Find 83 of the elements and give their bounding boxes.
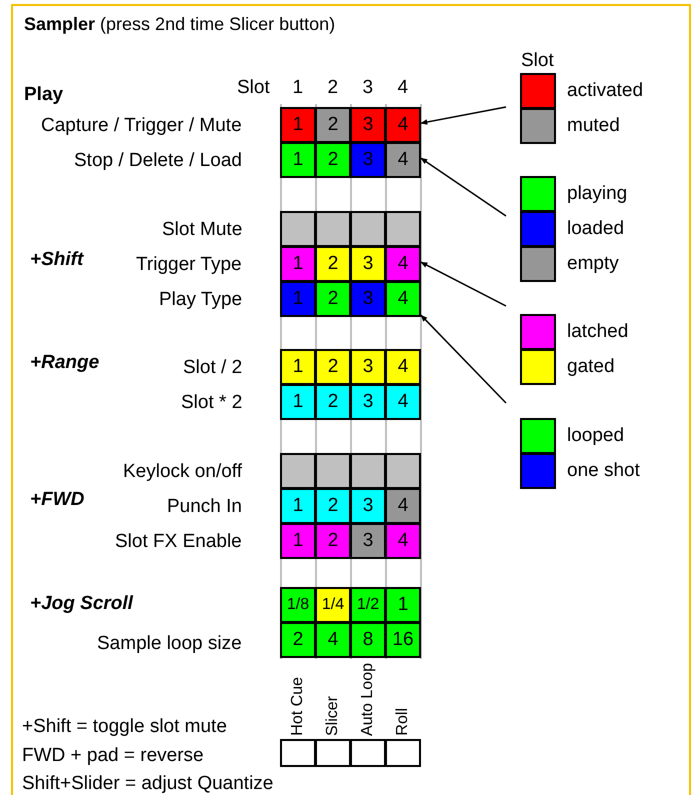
pad-cell: 4 — [385, 246, 421, 282]
legend-label: looped — [567, 425, 624, 447]
pad-cell: 1 — [280, 349, 316, 385]
legend-label: muted — [567, 115, 620, 137]
section-heading: +Range — [30, 352, 100, 374]
column-heading: Slot — [237, 77, 270, 99]
pad-cell: 1 — [280, 281, 316, 317]
legend-label: loaded — [567, 218, 624, 240]
note: Shift+Slider = adjust Quantize — [22, 773, 274, 795]
row-label: Stop / Delete / Load — [74, 150, 242, 172]
row-label: Slot Mute — [162, 219, 242, 241]
column-label: Hot Cue — [288, 677, 307, 736]
row-label: Slot * 2 — [181, 392, 242, 414]
pad-cell: 1 — [280, 107, 316, 143]
pad-cell: 3 — [350, 246, 386, 282]
pad-cell: 3 — [350, 488, 386, 524]
row-label: Punch In — [167, 496, 242, 518]
row-label: Capture / Trigger / Mute — [41, 115, 242, 137]
note: +Shift = toggle slot mute — [22, 716, 227, 738]
slot-number: 4 — [398, 77, 408, 99]
row-label: Sample loop size — [97, 633, 242, 655]
pad-cell: 1 — [385, 587, 421, 623]
pad-cell: 1/2 — [350, 587, 386, 623]
arrow — [420, 262, 506, 307]
section-heading: Play — [24, 84, 64, 106]
pad-cell: 2 — [315, 488, 351, 524]
row-label: Slot / 2 — [183, 357, 242, 379]
pad-cell: 8 — [350, 622, 386, 658]
pad-cell: 4 — [385, 107, 421, 143]
pad-cell: 3 — [350, 523, 386, 559]
column-label: Roll — [393, 708, 412, 736]
pad-cell: 1 — [280, 488, 316, 524]
pad-cell: 2 — [280, 622, 316, 658]
legend-label: one shot — [567, 460, 640, 482]
pad-cell: 16 — [385, 622, 421, 658]
pad-cell: 1 — [280, 523, 316, 559]
legend-label: gated — [567, 356, 615, 378]
section-heading: +Jog Scroll — [30, 593, 133, 615]
pad-cell: 4 — [385, 142, 421, 178]
legend-label: activated — [567, 80, 644, 102]
legend-label: empty — [567, 253, 619, 275]
slot-number: 2 — [328, 77, 338, 99]
note: FWD + pad = reverse — [22, 745, 204, 767]
row-label: Keylock on/off — [123, 461, 242, 483]
row-label: Slot FX Enable — [115, 531, 242, 553]
pad-cell: 2 — [315, 246, 351, 282]
pad-cell: 2 — [315, 523, 351, 559]
pad-cell: 2 — [315, 349, 351, 385]
pad-cell: 1 — [280, 246, 316, 282]
slot-number: 3 — [362, 77, 374, 99]
pad-cell: 3 — [350, 384, 386, 420]
legend-label: playing — [567, 183, 628, 205]
slot-number: 1 — [292, 77, 304, 99]
pad-cell: 1 — [280, 142, 316, 178]
row-label: Trigger Type — [136, 254, 242, 276]
legend-label: latched — [567, 321, 628, 343]
pad-cell: 1/4 — [315, 587, 351, 623]
section-heading: +FWD — [30, 489, 84, 511]
pad-cell: 2 — [315, 107, 351, 143]
arrow — [420, 158, 506, 217]
pad-cell: 3 — [350, 281, 386, 317]
pad-cell: 2 — [315, 384, 351, 420]
pad-cell: 4 — [385, 281, 421, 317]
pad-cell: 4 — [315, 622, 351, 658]
pad-cell: 4 — [385, 349, 421, 385]
pad-cell: 1 — [280, 384, 316, 420]
pad-cell: 3 — [350, 142, 386, 178]
arrow — [420, 106, 506, 125]
pad-cell: 2 — [315, 142, 351, 178]
pad-cell: 2 — [315, 281, 351, 317]
pad-cell: 4 — [385, 488, 421, 524]
pad-cell: 3 — [350, 107, 386, 143]
pad-cell: 4 — [385, 523, 421, 559]
pad-cell: 3 — [350, 349, 386, 385]
column-label: Auto Loop — [358, 663, 377, 736]
title: Sampler (press 2nd time Slicer button) — [24, 13, 336, 35]
pad-cell: 1/8 — [280, 587, 316, 623]
pad-cell: 4 — [385, 384, 421, 420]
arrow — [420, 314, 507, 404]
legend-heading: Slot — [521, 50, 554, 72]
column-label: Slicer — [323, 696, 342, 736]
section-heading: +Shift — [30, 249, 84, 271]
row-label: Play Type — [159, 289, 242, 311]
